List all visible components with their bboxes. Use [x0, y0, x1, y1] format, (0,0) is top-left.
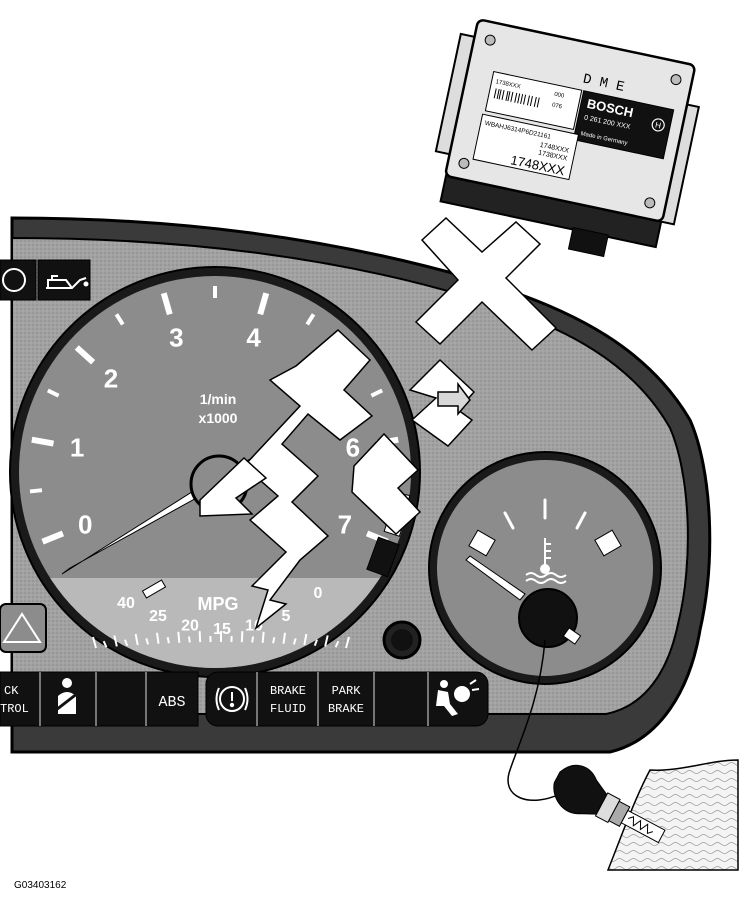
- mpg-tick: [124, 639, 129, 647]
- temperature-sensor-icon: [553, 764, 666, 844]
- brake-fluid-label-2: FLUID: [270, 702, 306, 716]
- temp-hot-mark: [594, 529, 622, 557]
- mpg-tick: [102, 640, 108, 648]
- tach-number: 3: [169, 322, 183, 352]
- mpg-band: [19, 578, 411, 668]
- dme-control-unit: D M E 1738XXX 000 076 BOSCH H 0 261 200 …: [434, 19, 701, 258]
- tach-number: 2: [104, 363, 118, 393]
- mpg-tick: [145, 638, 150, 645]
- mpg-tick: [198, 631, 202, 643]
- mpg-tick: [251, 636, 254, 643]
- figure-id: G03403162: [14, 880, 67, 891]
- mpg-number: 15: [213, 621, 231, 638]
- airbag-icon: [436, 679, 480, 716]
- mpg-tick: [177, 631, 181, 643]
- mpg-tick: [345, 636, 350, 649]
- check-control-label-2: TROL: [0, 702, 29, 716]
- mpg-tick: [92, 636, 97, 649]
- brake-fluid-label-1: BRAKE: [270, 684, 306, 698]
- abs-label: ABS: [158, 694, 185, 711]
- oil-can-icon: [46, 275, 89, 289]
- check-control-label-1: CK: [4, 684, 19, 698]
- warning-light-row-left: CK TROL ABS: [0, 671, 199, 727]
- brake-warning-icon: [215, 686, 249, 712]
- mpg-tick: [282, 632, 286, 644]
- mpg-tick: [313, 639, 318, 647]
- large-x-cross: [414, 216, 558, 352]
- mpg-tick: [272, 637, 276, 644]
- tach-major-tick: [31, 436, 55, 447]
- mpg-ticks: [92, 631, 350, 649]
- triangle-indicator: [0, 603, 47, 653]
- tach-number: 6: [346, 433, 360, 463]
- tach-minor-tick: [370, 388, 384, 398]
- tach-minor-tick: [46, 388, 60, 398]
- park-brake-label-2: BRAKE: [328, 702, 364, 716]
- mpg-tick: [134, 633, 139, 646]
- dme-code-3: 076: [551, 102, 563, 110]
- dme-code-2: 000: [554, 92, 566, 100]
- park-brake-label-1: PARK: [332, 684, 362, 698]
- temp-cold-mark: [468, 529, 496, 557]
- bulb-icon: [2, 268, 26, 292]
- tach-major-tick: [41, 530, 65, 545]
- tach-unit-line2: x1000: [199, 410, 238, 426]
- small-arrow: [437, 381, 471, 417]
- mpg-tick: [324, 635, 329, 647]
- mpg-tick: [188, 636, 191, 643]
- dme-code-1: 1738XXX: [495, 79, 521, 90]
- mpg-tick: [156, 632, 160, 644]
- mpg-number: 5: [282, 608, 291, 625]
- mpg-tick: [261, 631, 265, 643]
- mpg-number: 40: [117, 595, 135, 612]
- zigzag-arrow-mid: [351, 432, 422, 536]
- top-indicators: [0, 259, 91, 301]
- tach-major-tick: [74, 345, 96, 365]
- mpg-tick: [113, 635, 118, 647]
- coolant-temperature-icon: [525, 538, 567, 584]
- bosch-logo-glyph: H: [654, 120, 662, 130]
- temperature-sensor: [507, 639, 739, 871]
- tach-minor-tick: [305, 313, 316, 326]
- tach-minor-tick: [29, 488, 43, 494]
- mpg-number: 0: [314, 585, 323, 602]
- temperature-gauge: [428, 451, 662, 685]
- tach-number: 4: [246, 322, 261, 352]
- tach-number: 0: [78, 509, 92, 539]
- tach-major-tick: [257, 292, 270, 316]
- mpg-number: 20: [181, 618, 199, 635]
- tach-unit-line1: 1/min: [200, 391, 237, 407]
- dme-connector: [567, 226, 609, 258]
- sensor-wire: [507, 639, 561, 802]
- dme-white-label: [484, 70, 583, 131]
- mpg-number: 25: [149, 608, 167, 625]
- seatbelt-icon: [55, 678, 79, 714]
- cross-symbols: [199, 216, 558, 631]
- bosch-label: [572, 90, 675, 160]
- warning-light-row-right: BRAKE FLUID PARK BRAKE: [205, 671, 489, 727]
- tach-major-tick: [160, 292, 173, 316]
- zigzag-arrow-center: [199, 456, 268, 517]
- barcode: [493, 88, 540, 108]
- tach-number: 1: [70, 433, 84, 463]
- tach-number: 7: [338, 509, 352, 539]
- tach-minor-tick: [114, 313, 125, 326]
- temp-hub: [518, 588, 578, 648]
- mpg-label: MPG: [197, 594, 238, 614]
- mpg-tick: [303, 633, 308, 646]
- bosch-logo: [651, 118, 665, 132]
- engine-block-section: [606, 759, 739, 871]
- warning-triangle-icon: [2, 612, 42, 643]
- bulb-indicator: [0, 259, 37, 301]
- mpg-tick: [292, 638, 297, 645]
- mpg-tick: [240, 631, 244, 643]
- dme-vin-label: [472, 113, 580, 181]
- mpg-tick: [334, 640, 340, 648]
- mpg-tick: [166, 637, 170, 644]
- temp-ticks: [503, 498, 587, 530]
- temp-needle: [465, 555, 526, 601]
